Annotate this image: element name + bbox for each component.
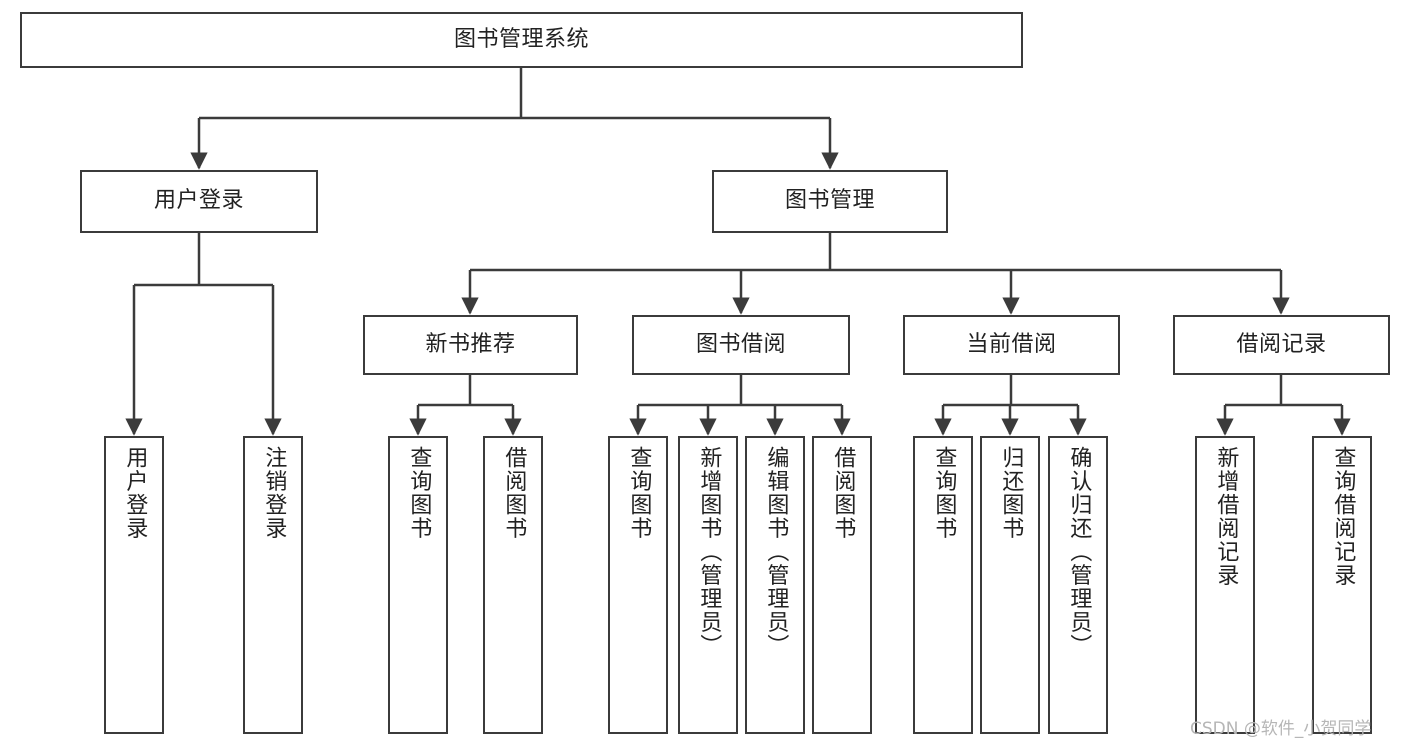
node-leaf-user-login-label: 用户登录 xyxy=(122,446,148,540)
node-root-label: 图书管理系统 xyxy=(453,26,589,52)
node-leaf-query-borrow-record[interactable]: 查询借阅记录 xyxy=(1312,436,1372,734)
node-leaf-query-borrow-record-label: 查询借阅记录 xyxy=(1330,446,1356,587)
node-borrow-record[interactable]: 借阅记录 xyxy=(1173,315,1390,375)
node-leaf-borrow-book-1-label: 借阅图书 xyxy=(501,446,527,540)
node-leaf-add-borrow-record-label: 新增借阅记录 xyxy=(1213,446,1239,587)
node-book-manage[interactable]: 图书管理 xyxy=(712,170,948,233)
node-root[interactable]: 图书管理系统 xyxy=(20,12,1023,68)
node-new-book-recommend-label: 新书推荐 xyxy=(425,331,516,357)
node-leaf-borrow-book-1[interactable]: 借阅图书 xyxy=(483,436,543,734)
node-leaf-add-book[interactable]: 新增图书（管理员） xyxy=(678,436,738,734)
node-leaf-query-book-2[interactable]: 查询图书 xyxy=(608,436,668,734)
node-leaf-add-borrow-record[interactable]: 新增借阅记录 xyxy=(1195,436,1255,734)
node-leaf-return-book[interactable]: 归还图书 xyxy=(980,436,1040,734)
node-current-borrow[interactable]: 当前借阅 xyxy=(903,315,1120,375)
node-leaf-confirm-return[interactable]: 确认归还（管理员） xyxy=(1048,436,1108,734)
node-leaf-return-book-label: 归还图书 xyxy=(998,446,1024,540)
node-leaf-confirm-return-label: 确认归还（管理员） xyxy=(1066,446,1092,658)
node-current-borrow-label: 当前借阅 xyxy=(966,331,1057,357)
node-book-borrow-label: 图书借阅 xyxy=(695,331,786,357)
node-book-manage-label: 图书管理 xyxy=(784,188,875,214)
node-leaf-user-login[interactable]: 用户登录 xyxy=(104,436,164,734)
node-book-borrow[interactable]: 图书借阅 xyxy=(632,315,850,375)
node-leaf-query-book-3-label: 查询图书 xyxy=(931,446,957,540)
node-leaf-query-book-1-label: 查询图书 xyxy=(406,446,432,540)
node-leaf-borrow-book-2[interactable]: 借阅图书 xyxy=(812,436,872,734)
node-leaf-query-book-3[interactable]: 查询图书 xyxy=(913,436,973,734)
node-leaf-query-book-2-label: 查询图书 xyxy=(626,446,652,540)
node-new-book-recommend[interactable]: 新书推荐 xyxy=(363,315,578,375)
node-leaf-edit-book[interactable]: 编辑图书（管理员） xyxy=(745,436,805,734)
node-leaf-query-book-1[interactable]: 查询图书 xyxy=(388,436,448,734)
node-leaf-edit-book-label: 编辑图书（管理员） xyxy=(763,446,789,658)
node-user-login-label: 用户登录 xyxy=(153,188,244,214)
node-borrow-record-label: 借阅记录 xyxy=(1236,331,1327,357)
node-user-login[interactable]: 用户登录 xyxy=(80,170,318,233)
node-leaf-logout-login[interactable]: 注销登录 xyxy=(243,436,303,734)
watermark-text: CSDN @软件_小贺同学 xyxy=(1190,719,1372,739)
node-leaf-add-book-label: 新增图书（管理员） xyxy=(696,446,722,658)
node-leaf-borrow-book-2-label: 借阅图书 xyxy=(830,446,856,540)
node-leaf-logout-login-label: 注销登录 xyxy=(261,446,287,540)
